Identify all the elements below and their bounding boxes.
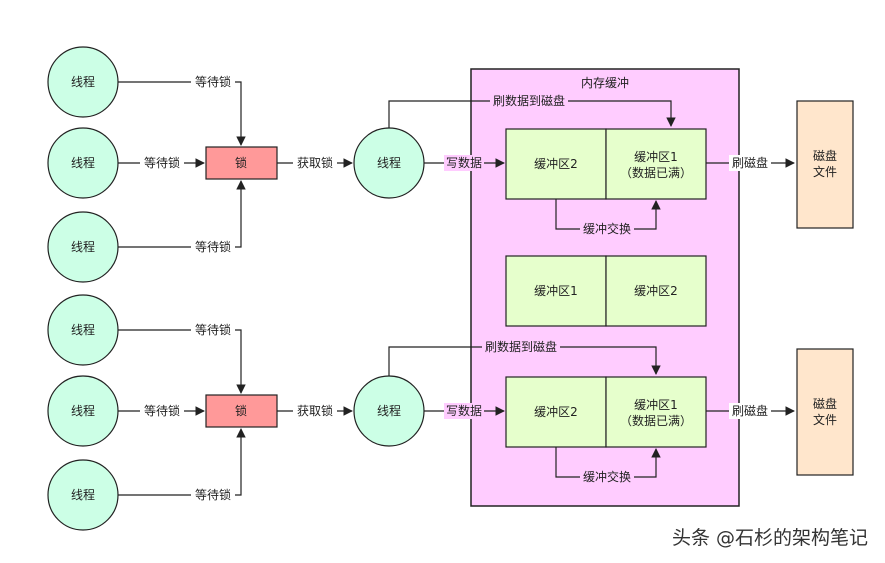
disk-file-line2: 文件 (813, 412, 837, 427)
edge-thread6-lock (118, 428, 246, 496)
buffer-swap-label: 缓冲交换 (583, 469, 631, 484)
buffer-full-label: （数据已满） (620, 413, 692, 428)
buffer-swap-label: 缓冲交换 (583, 221, 631, 236)
edge-thread3-lock (118, 180, 246, 248)
thread-node-5: 线程 (47, 375, 119, 447)
memory-buffer-title: 内存缓冲 (581, 75, 629, 90)
thread-node-4: 线程 (47, 294, 119, 366)
write-data-label: 写数据 (446, 403, 482, 418)
wait-lock-label: 等待锁 (195, 487, 231, 502)
buffer1-label: 缓冲区1 (534, 283, 578, 298)
disk-file-line2: 文件 (813, 164, 837, 179)
buffer2-bottom: 缓冲区2 (505, 376, 607, 448)
write-data-label: 写数据 (446, 155, 482, 170)
buffer1-label: 缓冲区1 (634, 397, 678, 412)
watermark-text: 头条 @石杉的架构笔记 (672, 527, 868, 549)
flush-disk-label: 刷磁盘 (732, 155, 768, 170)
edge-thread4-lock (118, 329, 246, 394)
acquire-lock-label: 获取锁 (297, 155, 333, 170)
thread-label: 线程 (71, 403, 95, 418)
buffer1-bottom-full: 缓冲区1 （数据已满） (605, 376, 707, 448)
buffer2-label: 缓冲区2 (534, 404, 578, 419)
buffer2-label: 缓冲区2 (634, 283, 678, 298)
wait-lock-label: 等待锁 (195, 74, 231, 89)
thread-node-6: 线程 (47, 459, 119, 531)
buffer-full-label: （数据已满） (620, 165, 692, 180)
thread-label: 线程 (71, 155, 95, 170)
buffer2-middle: 缓冲区2 (605, 255, 707, 327)
wait-lock-label: 等待锁 (195, 239, 231, 254)
buffer2-label: 缓冲区2 (534, 156, 578, 171)
disk-file-top: 磁盘 文件 (796, 100, 854, 229)
flush-data-label: 刷数据到磁盘 (493, 93, 565, 108)
buffer1-top-full: 缓冲区1 （数据已满） (605, 128, 707, 200)
buffer2-top: 缓冲区2 (505, 128, 607, 200)
disk-file-bottom: 磁盘 文件 (796, 348, 854, 476)
wait-lock-label: 等待锁 (144, 403, 180, 418)
thread-node-top-writer: 线程 (353, 127, 425, 199)
thread-node-1: 线程 (47, 46, 119, 118)
thread-label: 线程 (71, 487, 95, 502)
flush-data-label: 刷数据到磁盘 (485, 339, 557, 354)
lock-node-top: 锁 (205, 146, 278, 180)
thread-label: 线程 (71, 74, 95, 89)
thread-label: 线程 (71, 322, 95, 337)
wait-lock-label: 等待锁 (195, 322, 231, 337)
buffer1-middle: 缓冲区1 (505, 255, 607, 327)
disk-file-line1: 磁盘 (813, 396, 837, 411)
lock-label: 锁 (235, 155, 247, 170)
edge-thread1-lock (118, 81, 246, 146)
flush-disk-label: 刷磁盘 (732, 403, 768, 418)
wait-lock-label: 等待锁 (144, 155, 180, 170)
thread-label: 线程 (71, 239, 95, 254)
thread-label: 线程 (377, 155, 401, 170)
thread-node-bottom-writer: 线程 (353, 375, 425, 447)
lock-label: 锁 (235, 403, 247, 418)
acquire-lock-label: 获取锁 (297, 403, 333, 418)
thread-node-3: 线程 (47, 211, 119, 283)
lock-node-bottom: 锁 (205, 394, 278, 428)
buffer1-label: 缓冲区1 (634, 149, 678, 164)
thread-node-2: 线程 (47, 127, 119, 199)
thread-label: 线程 (377, 403, 401, 418)
disk-file-line1: 磁盘 (813, 148, 837, 163)
